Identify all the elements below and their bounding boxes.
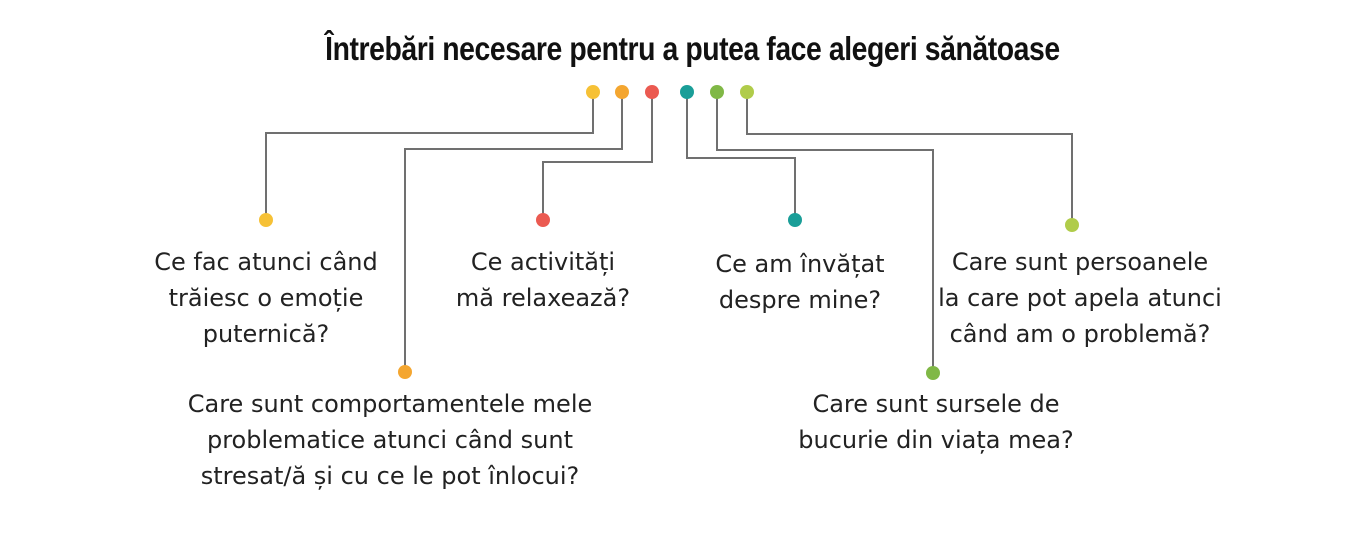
end-dot-5 [926, 366, 940, 380]
diagram-title: Întrebări necesare pentru a putea face a… [325, 30, 1060, 67]
connector-line-1 [265, 92, 594, 220]
question-behaviors: Care sunt comportamentele mele problemat… [187, 390, 593, 490]
end-dot-4 [788, 213, 802, 227]
end-dot-1 [259, 213, 273, 227]
top-dot-5 [710, 85, 724, 99]
end-dot-2 [398, 365, 412, 379]
question-support-people: Care sunt persoanele la care pot apela a… [938, 248, 1222, 348]
question-relax: Ce activități mă relaxează? [455, 248, 631, 312]
connector-line-4 [686, 92, 796, 220]
question-self-learning: Ce am învățat despre mine? [715, 250, 885, 314]
connector-line-6 [746, 92, 1073, 225]
connector-line-5 [716, 92, 934, 373]
top-dot-2 [615, 85, 629, 99]
question-joy: Care sunt sursele de bucurie din viața m… [798, 390, 1074, 454]
question-emotion: Ce fac atunci când trăiesc o emoție pute… [154, 248, 378, 348]
top-dot-3 [645, 85, 659, 99]
top-dot-1 [586, 85, 600, 99]
connector-line-3 [542, 92, 653, 220]
connector-line-2 [404, 92, 623, 372]
top-dot-6 [740, 85, 754, 99]
end-dot-3 [536, 213, 550, 227]
end-dot-6 [1065, 218, 1079, 232]
top-dot-4 [680, 85, 694, 99]
